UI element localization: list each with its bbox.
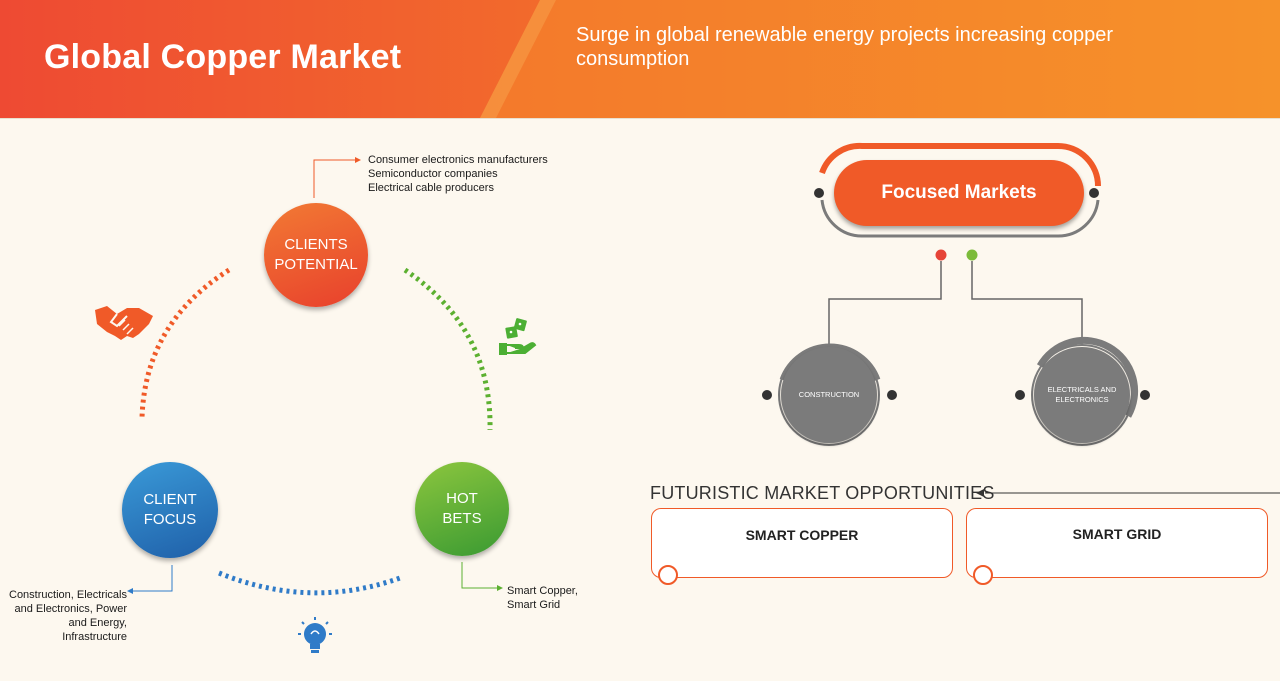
focused-markets-pill: Focused Markets [834, 160, 1084, 226]
hot-bets-callout [461, 562, 497, 589]
client-focus-note: Construction, Electricals and Electronic… [9, 589, 127, 643]
hot-bets-circle: HOT BETS [415, 462, 509, 556]
electricals-label: ELECTRICALS AND ELECTRONICS [1047, 385, 1117, 404]
clients-potential-note: Consumer electronics manufacturers Semic… [368, 154, 548, 194]
construction-circle: CONSTRUCTION [781, 347, 877, 443]
header-background [0, 0, 1280, 118]
construction-left-dot [762, 390, 772, 400]
cycle-connectors [127, 157, 503, 596]
hot-bets-note: Smart Copper, Smart Grid [507, 585, 578, 611]
opportunities-arrowhead [976, 489, 984, 497]
electricals-right-dot [1140, 390, 1150, 400]
electricals-ring-arc [1036, 336, 1139, 418]
opportunities-title: FUTURISTIC MARKET OPPORTUNITIES [650, 483, 995, 503]
content-panel [0, 118, 1280, 681]
electricals-connector-dot [966, 249, 978, 261]
client-focus-label: CLIENT FOCUS [143, 491, 197, 528]
dice-hand-icon [499, 318, 537, 355]
lightbulb-icon [298, 617, 332, 653]
clients-potential-callout [313, 159, 355, 198]
electricals-circle: ELECTRICALS AND ELECTRONICS [1034, 347, 1130, 443]
construction-connector-dot [935, 249, 947, 261]
construction-label: CONSTRUCTION [798, 390, 860, 399]
blue-dotted-arc [218, 570, 401, 596]
construction-connector [828, 261, 942, 346]
handshake-icon [95, 306, 153, 340]
pill-orange-frame [819, 142, 1101, 187]
client-focus-callout [133, 565, 173, 592]
pill-left-dot [814, 188, 824, 198]
opportunity-label: SMART COPPER [745, 527, 859, 543]
electricals-left-dot [1015, 390, 1025, 400]
client-focus-circle: CLIENT FOCUS [122, 462, 218, 558]
orange-dotted-arc [139, 267, 231, 419]
hot-bets-label: HOT BETS [442, 490, 482, 527]
focused-markets-graphics [762, 142, 1280, 497]
pill-right-dot [1089, 188, 1099, 198]
electricals-connector [971, 261, 1083, 346]
opportunity-dot [658, 565, 678, 585]
pill-gray-frame [820, 199, 1100, 238]
green-dotted-arc [403, 267, 493, 431]
header-banner: Global Copper Market Surge in global ren… [0, 0, 1280, 118]
opportunity-card-smart-copper: SMART COPPER [651, 508, 953, 585]
page-title: Global Copper Market [44, 38, 402, 76]
opportunity-dot [973, 565, 993, 585]
opportunity-card-smart-grid: SMART GRID [966, 508, 1268, 585]
clients-potential-label: CLIENTS POTENTIAL [274, 236, 358, 273]
construction-right-dot [887, 390, 897, 400]
page-subtitle: Surge in global renewable energy project… [576, 24, 1113, 70]
opportunity-label: SMART GRID [1072, 526, 1162, 542]
clients-potential-circle: CLIENTS POTENTIAL [264, 203, 368, 307]
